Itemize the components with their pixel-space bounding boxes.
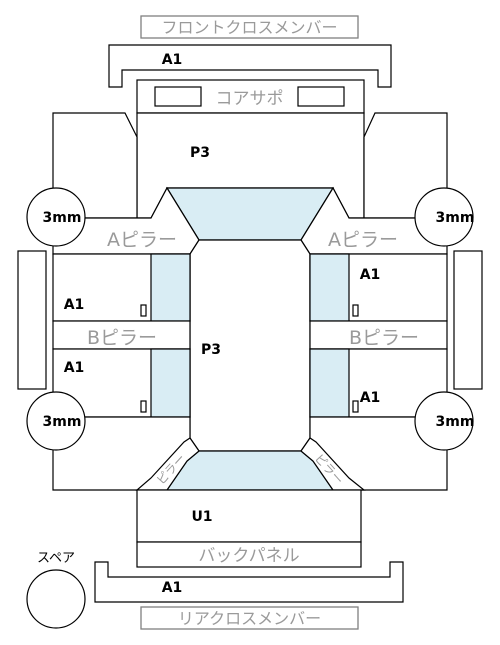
front-cross-member-box bbox=[140, 15, 359, 39]
spare-tire bbox=[26, 569, 86, 629]
front-right-tire bbox=[414, 187, 474, 247]
left-rear-door-handle bbox=[140, 400, 147, 413]
left-rear-door-grade: A1 bbox=[64, 360, 85, 376]
right-a-pillar-label: Aピラー bbox=[328, 229, 398, 251]
left-rear-window bbox=[150, 348, 191, 418]
left-a-pillar-label: Aピラー bbox=[107, 229, 177, 251]
left-b-pillar-label: Bピラー bbox=[87, 327, 157, 349]
right-b-pillar bbox=[309, 320, 448, 350]
left-b-pillar bbox=[52, 320, 191, 350]
right-front-door-handle bbox=[352, 304, 359, 317]
right-front-window bbox=[309, 253, 350, 322]
left-front-door-handle bbox=[140, 304, 147, 317]
center-grade: P3 bbox=[201, 342, 221, 358]
rear-right-tire-depth: 3mm bbox=[436, 414, 475, 430]
right-b-pillar-label: Bピラー bbox=[349, 327, 419, 349]
front-right-tire-depth: 3mm bbox=[436, 210, 475, 226]
front-left-tire-depth: 3mm bbox=[43, 210, 82, 226]
front-cross-member-label: フロントクロスメンバー bbox=[161, 18, 337, 37]
left-side-sill bbox=[17, 250, 47, 390]
rear-right-tire bbox=[414, 391, 474, 451]
left-front-door-grade: A1 bbox=[64, 297, 85, 313]
front-member-bracket bbox=[108, 44, 392, 88]
rear-cross-member-label: リアクロスメンバー bbox=[178, 609, 321, 628]
left-front-window bbox=[150, 253, 191, 322]
right-side-sill bbox=[453, 250, 483, 390]
rear-cross-member-box bbox=[140, 606, 359, 630]
rear-member-bracket bbox=[94, 561, 404, 603]
front-left-tire bbox=[26, 187, 86, 247]
right-rear-door-handle bbox=[352, 400, 359, 413]
core-support-left-lamp bbox=[154, 86, 202, 107]
rear-section-grade: U1 bbox=[191, 509, 212, 525]
back-panel bbox=[136, 541, 362, 568]
trunk bbox=[136, 489, 362, 543]
rear-left-tire-depth: 3mm bbox=[43, 414, 82, 430]
rear-member-grade: A1 bbox=[162, 580, 183, 596]
spare-label: スペア bbox=[37, 551, 75, 566]
right-rear-door-grade: A1 bbox=[360, 390, 381, 406]
back-panel-label: バックパネル bbox=[198, 546, 299, 566]
core-support-right-lamp bbox=[297, 86, 345, 107]
core-support-label: コアサポ bbox=[216, 89, 284, 109]
right-front-door-grade: A1 bbox=[360, 267, 381, 283]
rear-left-tire bbox=[26, 391, 86, 451]
right-rear-window bbox=[309, 348, 350, 418]
front-member-grade: A1 bbox=[162, 52, 183, 68]
front-section-grade: P3 bbox=[190, 145, 210, 161]
